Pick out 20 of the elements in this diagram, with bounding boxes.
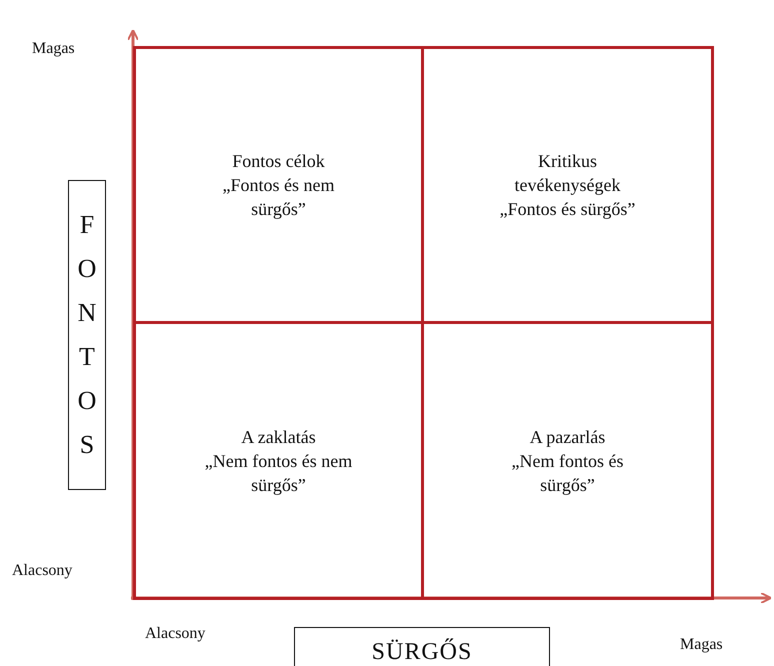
quadrant-box <box>421 46 714 324</box>
axis-title: SÜRGŐS <box>372 638 472 666</box>
quadrant-title: A pazarlás <box>528 426 606 448</box>
quadrant-title: Kritikus tevékenységek <box>514 150 622 197</box>
axis-title-box <box>294 627 550 666</box>
axis-title: FONTOS <box>77 209 97 461</box>
quadrant-description: „Fontos és sürgős” <box>498 198 636 221</box>
low-label: Alacsony <box>145 625 206 643</box>
quadrant-description: „Fontos és nem sürgős” <box>222 174 336 221</box>
quadrant-title: Fontos célok <box>231 150 326 173</box>
axis-title-box <box>68 180 106 490</box>
quadrant-box <box>133 321 424 600</box>
low-label: Alacsony <box>12 562 72 580</box>
high-label: Magas <box>32 40 75 58</box>
quadrant-title: A zaklatás <box>240 426 317 448</box>
high-label: Magas <box>680 636 723 654</box>
quadrant-description: „Nem fontos és sürgős” <box>510 450 624 496</box>
quadrant-box <box>133 46 424 324</box>
quadrant-box <box>421 321 714 600</box>
quadrant-description: „Nem fontos és nem sürgős” <box>204 450 354 496</box>
